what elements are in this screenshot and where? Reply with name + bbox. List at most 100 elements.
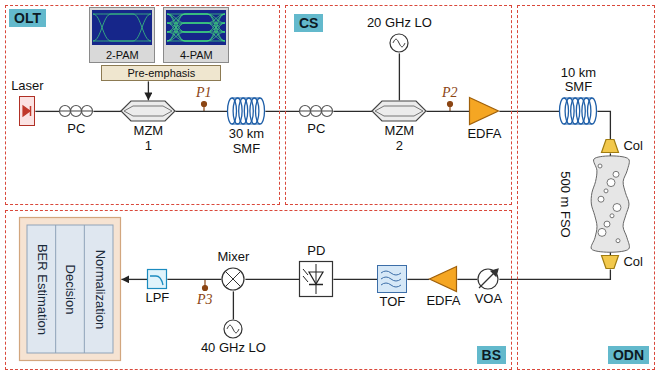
modulator-symbol: MZM 1	[121, 100, 175, 122]
eye-diagram-part	[90, 8, 155, 63]
component-label: VOA	[475, 292, 502, 307]
fiber-spool-part	[588, 98, 597, 124]
component-label: Col	[623, 255, 643, 270]
lowpass-filter-part	[148, 270, 167, 289]
component-label: MZM 1	[131, 124, 165, 154]
fiber-spool-part	[228, 98, 237, 124]
collimator-symbol-outline	[601, 255, 619, 269]
attenuator-symbol: VOA	[477, 268, 499, 290]
fiber-spool-part	[250, 98, 259, 124]
fiber-link	[167, 279, 221, 280]
free-space-channel-part	[591, 156, 629, 252]
free-space-channel-part	[604, 221, 610, 227]
mixer-symbol-part	[222, 268, 244, 290]
region-box: 10 km SMFCol500 m FSOColODN	[517, 5, 655, 370]
eye-diagram-part	[166, 10, 226, 45]
modulator-symbol-part	[372, 101, 426, 121]
fiber-link	[175, 111, 227, 112]
collimator-symbol: Col	[601, 255, 619, 269]
oscillator-symbol-part	[393, 40, 405, 48]
probe-label: P3	[197, 292, 213, 307]
polarization-controller: PC	[59, 102, 93, 120]
laser-symbol-outline	[19, 96, 35, 126]
component-label: 40 GHz LO	[201, 341, 266, 356]
polarization-controller-outline	[59, 102, 93, 120]
fiber-spool-part	[256, 98, 265, 124]
free-space-channel-outline	[589, 159, 631, 249]
dsp-box-part	[20, 218, 121, 361]
fiber-spool-part	[582, 98, 591, 124]
attenuator-symbol-part	[491, 269, 498, 276]
component-label: EDFA	[467, 127, 501, 142]
probe-dot	[203, 286, 208, 291]
probe-dot	[448, 102, 453, 107]
polarization-controller-part	[299, 111, 333, 112]
mixer-symbol-part	[226, 272, 242, 288]
collimator-symbol-part	[602, 256, 619, 269]
modulator-symbol-part	[121, 101, 175, 121]
filter-symbol-part	[381, 283, 401, 287]
fiber-link	[457, 279, 477, 280]
eye-diagram: 4-PAM	[163, 7, 229, 63]
eye-diagram-part	[167, 32, 225, 41]
eye-diagram-part	[167, 14, 225, 41]
probe-label: P2	[442, 85, 458, 100]
eye-diagram-part	[167, 23, 225, 41]
eye-diagram-part	[167, 14, 225, 23]
eye-diagram-part	[167, 14, 225, 23]
process-box: Pre-emphasis	[101, 65, 221, 81]
component-label: Mixer	[218, 250, 250, 265]
oscillator-symbol-part	[224, 320, 242, 338]
filter-symbol-part	[378, 266, 407, 293]
component-label: 20 GHz LO	[367, 16, 432, 31]
component-label: Normalization	[92, 250, 107, 329]
fiber-link	[245, 279, 299, 280]
photodiode-symbol: PD	[299, 261, 333, 297]
free-space-channel-part	[604, 189, 608, 193]
eye-diagram-part	[93, 41, 151, 42]
fiber-spool-part	[245, 98, 254, 124]
polarization-controller-part	[322, 106, 333, 117]
oscillator-symbol: 20 GHz LO	[389, 33, 409, 53]
free-space-channel-part	[598, 229, 606, 237]
laser-symbol-part	[20, 97, 35, 126]
region-box: 20 GHz LO PC MZM 2 EDFA CS	[285, 5, 512, 205]
eye-diagram-part	[167, 23, 225, 41]
polarization-controller-outline	[299, 102, 333, 120]
modulator-symbol-part	[375, 106, 423, 116]
filter-symbol-part	[381, 277, 401, 281]
photodiode-symbol-part	[303, 276, 308, 282]
fiber-link	[399, 53, 400, 100]
component-label: Pre-emphasis	[127, 67, 195, 80]
fiber-link	[265, 111, 299, 112]
component-label: EDFA	[426, 294, 460, 309]
photodiode-symbol-outline	[299, 261, 333, 297]
dsp-box-part	[84, 225, 85, 353]
polarization-controller-part	[311, 106, 322, 117]
eye-diagram-part	[164, 8, 229, 63]
lowpass-filter: LPF	[147, 269, 167, 289]
free-space-channel-part	[616, 239, 620, 243]
component-label: PC	[307, 122, 325, 137]
region-tag: BS	[477, 346, 506, 364]
fiber-spool-outline	[227, 97, 265, 125]
oscillator-symbol: 40 GHz LO	[223, 319, 243, 339]
probe-label: P1	[196, 85, 212, 100]
oscillator-symbol-part	[227, 326, 239, 334]
modulator-symbol: MZM 2	[372, 100, 426, 122]
filter-symbol-part	[381, 271, 401, 275]
component-label: 2-PAM	[106, 49, 139, 62]
polarization-controller-part	[71, 106, 82, 117]
attenuator-symbol-part	[478, 269, 498, 289]
oscillator-symbol-part	[390, 34, 408, 52]
fiber-link	[333, 111, 372, 112]
region-tag: CS	[294, 14, 323, 32]
component-label: Decision	[63, 264, 78, 314]
process-box-part	[102, 66, 221, 81]
attenuator-symbol-outline	[477, 268, 499, 290]
amplifier-symbol-part	[430, 267, 457, 292]
region-tag: ODN	[608, 346, 649, 364]
laser-symbol: Laser	[19, 96, 35, 126]
photodiode-symbol-part	[303, 269, 308, 275]
fiber-link	[499, 111, 559, 112]
